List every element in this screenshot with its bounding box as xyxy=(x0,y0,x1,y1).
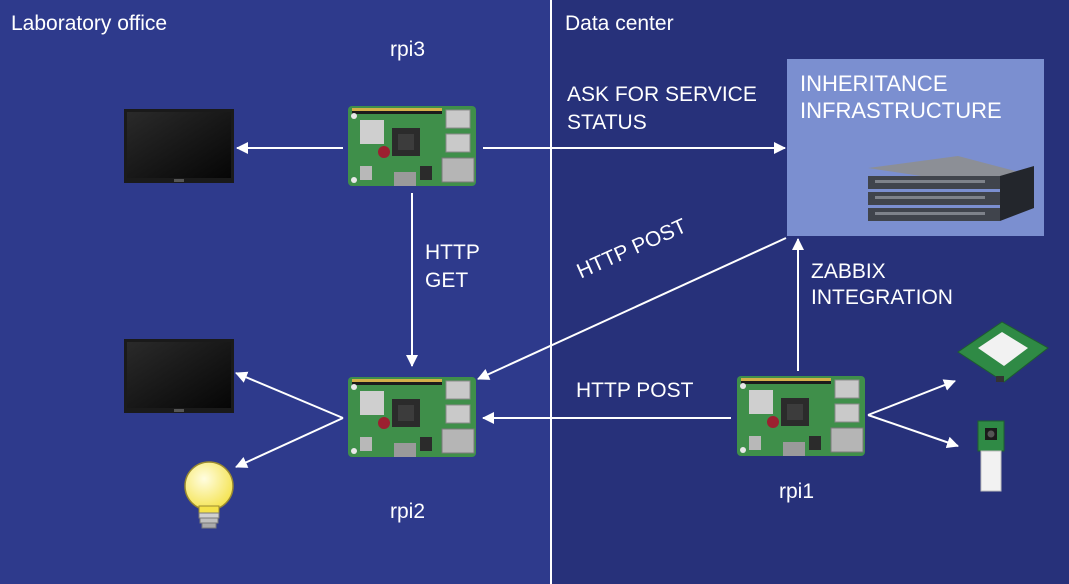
monitor-icon xyxy=(124,109,234,183)
zabbix-label-line2: INTEGRATION xyxy=(811,286,953,309)
laboratory-office-zone xyxy=(0,0,551,584)
rpi1-label: rpi1 xyxy=(779,480,815,503)
rpi1-board-icon xyxy=(736,375,866,457)
arrow-rpi2-to-monitor xyxy=(235,371,344,419)
rpi3-board-icon xyxy=(347,105,477,187)
rpi2-board-icon xyxy=(347,376,477,458)
monitor-icon xyxy=(124,339,234,413)
ask-status-label-line2: STATUS xyxy=(567,111,647,134)
sense-hat-icon xyxy=(957,321,1049,383)
arrow-rpi1-to-camera xyxy=(867,414,959,449)
rpi2-label: rpi2 xyxy=(390,500,426,523)
arrow-infrastructure-to-rpi2 xyxy=(477,237,787,380)
http-get-label-line1: HTTP xyxy=(425,241,480,264)
http-get-label-line2: GET xyxy=(425,269,469,292)
infrastructure-title-line1: INHERITANCE xyxy=(800,71,948,96)
arrow-rpi2-to-bulb xyxy=(235,417,344,468)
zabbix-label-line1: ZABBIX xyxy=(811,260,886,283)
light-bulb-icon xyxy=(184,461,234,529)
arrow-rpi1-to-sense-hat xyxy=(867,379,956,416)
laboratory-office-label: Laboratory office xyxy=(11,12,168,35)
zone-divider xyxy=(550,0,552,584)
infrastructure-title-line2: INFRASTRUCTURE xyxy=(800,98,1002,123)
camera-module-icon xyxy=(977,420,1005,492)
rpi3-label: rpi3 xyxy=(390,38,426,61)
ask-status-label-line1: ASK FOR SERVICE xyxy=(567,83,757,106)
data-center-label: Data center xyxy=(565,12,674,35)
http-post-horizontal-label: HTTP POST xyxy=(576,379,694,402)
server-rack-icon xyxy=(868,156,1034,221)
